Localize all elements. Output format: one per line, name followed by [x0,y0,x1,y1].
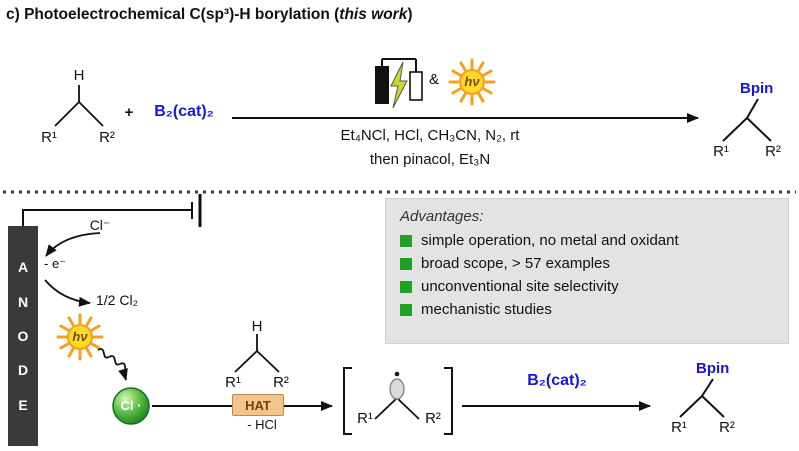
conditions-line1: Et₄NCl, HCl, CH₃CN, N₂, rt [340,127,520,144]
light-hv-label-bottom: hν [72,329,88,344]
diboron-reagent-label: B₂(cat)₂ [154,103,214,120]
hat-step-box: HAT [232,394,284,416]
anode-to-cl2-arrow [44,279,91,307]
electron-label: - e⁻ [44,256,67,271]
light-hv-label-top: hν [464,74,480,89]
ampersand: & [428,71,439,88]
product-r1-label-bottom: R¹ [671,419,687,436]
anode-letter: A [17,259,29,276]
half-cl2-label: 1/2 Cl₂ [96,292,139,308]
product-r2-label-top: R² [765,143,781,160]
green-bullet-icon [400,304,412,316]
alkane-h-label: H [251,318,263,335]
advantage-text: simple operation, no metal and oxidant [421,232,679,249]
advantage-item: unconventional site selectivity [400,278,774,295]
anode-electrode: A N O D E [8,226,38,446]
title-suffix: ) [407,6,413,23]
anode-letter: E [18,396,28,413]
conditions-line2: then pinacol, Et₃N [369,151,491,168]
minus-hcl-label: - HCl [247,417,277,432]
substrate-r2-label: R² [99,129,115,146]
green-bullet-icon [400,258,412,270]
lightning-bolt-icon [390,61,408,109]
substrate-bonds [54,85,104,127]
radical-structure [374,371,420,420]
anode-letter: D [17,362,29,379]
advantage-text: broad scope, > 57 examples [421,255,610,272]
radical-r1-label: R¹ [357,410,373,427]
bpin-label-bottom: Bpin [696,360,730,377]
bpin-label-top: Bpin [740,80,774,97]
title-prefix: c) Photoelectrochemical C(sp³)-H borylat… [6,6,340,23]
substrate-h-label: H [73,67,85,84]
alkane-r1-label: R¹ [225,374,241,391]
advantage-text: mechanistic studies [421,301,552,318]
electrochemical-cell-icon [375,58,423,109]
plus-sign: + [124,104,134,121]
hat-label: HAT [245,397,271,413]
anode-letter: O [17,327,29,344]
product-bonds-bottom [679,378,725,418]
diboron-reagent-label-bottom: B₂(cat)₂ [527,372,587,389]
alkane-bonds [234,334,280,373]
chloride-label: Cl⁻ [89,217,111,233]
advantage-item: broad scope, > 57 examples [400,255,774,272]
radical-r2-label: R² [425,410,441,427]
product-r2-label-bottom: R² [719,419,735,436]
green-bullet-icon [400,235,412,247]
figure-title: c) Photoelectrochemical C(sp³)-H borylat… [6,6,413,24]
advantages-heading: Advantages: [400,208,484,225]
anode-letter: N [17,293,29,310]
photolysis-squiggle-arrow [97,348,128,381]
advantage-item: simple operation, no metal and oxidant [400,232,774,249]
cl-radical-label: Cl · [120,398,142,413]
substrate-r1-label: R¹ [41,129,57,146]
product-r1-label-top: R¹ [713,143,729,160]
advantage-text: unconventional site selectivity [421,278,619,295]
title-emphasis: this work [339,6,408,23]
alkane-r2-label: R² [273,374,289,391]
product-bonds-top [722,98,772,142]
green-bullet-icon [400,281,412,293]
chloride-to-anode-arrow [45,232,101,257]
advantage-item: mechanistic studies [400,301,774,318]
advantages-box: Advantages: simple operation, no metal a… [385,198,789,344]
